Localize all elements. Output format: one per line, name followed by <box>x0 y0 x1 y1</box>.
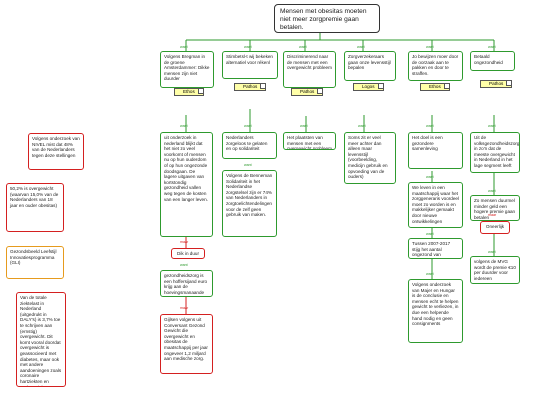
label-want: want <box>488 189 496 193</box>
label-want: want <box>244 45 252 49</box>
reason-tag: Pathos <box>234 83 267 91</box>
support-card[interactable]: uit onderzoek in nederland blijkt dat he… <box>160 132 213 237</box>
label-want: want <box>357 45 365 49</box>
label-want: want <box>426 232 434 236</box>
connector-reason-supports <box>185 109 495 132</box>
side-note[interactable]: Van de totale ziektelast in Nederland (u… <box>16 292 66 387</box>
reason-tag: Logos <box>353 83 384 91</box>
support-card[interactable]: Het plaatsten van mensen met een overgew… <box>283 132 336 150</box>
support-card[interactable]: Soms zit er veel meer achter dan alleen … <box>344 132 396 184</box>
reason-card[interactable]: Betaald ongezondheid <box>470 51 515 71</box>
reason-tag: Ethos <box>420 83 450 91</box>
label-maar: maar <box>180 240 189 244</box>
label-want: want <box>426 175 434 179</box>
label-want: want <box>426 124 434 128</box>
side-note[interactable]: 50,2% is overgewicht (waarvan 15,0% van … <box>6 183 64 232</box>
label-want: want <box>426 272 434 276</box>
reason-tag: Pathos <box>291 88 324 96</box>
label-want: want <box>300 124 308 128</box>
support-card[interactable]: Zo mensen duurmel minder geld een hogere… <box>470 195 520 221</box>
label-want: want <box>180 45 188 49</box>
side-note[interactable]: Gezondsbeeld Leefstijl Innovatiesprogram… <box>6 246 64 279</box>
side-note[interactable]: Volgens onderzoek van NIVEL mist dat 48%… <box>28 133 84 170</box>
label-want: want <box>180 263 188 267</box>
label-want: want <box>488 250 496 254</box>
label-want: want <box>244 163 252 167</box>
label-want: want <box>299 45 307 49</box>
label-want: want <box>488 124 496 128</box>
objection-card[interactable]: Dik in duur <box>171 248 205 259</box>
reason-tag: Pathos <box>480 80 513 88</box>
label-maar: maar <box>488 213 497 217</box>
support-card[interactable]: Volgens de Benneman Solidariteit in het … <box>222 170 277 237</box>
support-card[interactable]: Het doel is een gezondere samenleving <box>408 132 463 169</box>
label-maar: maar <box>180 306 189 310</box>
support-card[interactable]: Tussen 2007-2017 stijg het aantal ongezo… <box>408 238 463 259</box>
objection-support-card[interactable]: gezondheidszorg is een hoffersijand euro… <box>160 270 213 297</box>
label-want: want <box>358 124 366 128</box>
objection-card[interactable]: Oneerlijk <box>480 221 510 234</box>
label-want: want <box>426 45 434 49</box>
label-want: want <box>244 124 252 128</box>
label-want: want <box>180 124 188 128</box>
support-card[interactable]: We leven in een maatschappij waar het zo… <box>408 182 463 228</box>
reason-card[interactable]: Jo bewijzen moer door de oorzaak aan te … <box>408 51 463 81</box>
support-card[interactable]: Nederlanders zorgeloos te gelaten en op … <box>222 132 277 159</box>
reason-tag: Ethos <box>174 88 204 96</box>
support-card[interactable]: volgens de MVG wordt de premie €10 per d… <box>470 256 520 284</box>
reason-card[interactable]: Discriminerend naar de mensen met een ov… <box>283 51 336 88</box>
reason-card[interactable]: Stimbetsl-t wij bekeken alternatiel voor… <box>222 51 278 79</box>
connector-main-bus <box>185 33 495 51</box>
reason-card[interactable]: Zorgverzekeraars gaan onze levensstijl b… <box>344 51 396 81</box>
main-claim[interactable]: Mensen met obesitas moeten niet meer zor… <box>274 4 380 33</box>
reason-card[interactable]: Volgens Bregman in de groene Amsterdamme… <box>160 51 214 88</box>
label-want: want <box>488 45 496 49</box>
support-card[interactable]: Volgens onderzoek van Majer en Hungar is… <box>408 279 463 343</box>
objection-support-card[interactable]: Gijlsen volgens uit Conversant Gezond Ge… <box>160 314 213 374</box>
support-card[interactable]: Uit de volksgezondheidszorg in zo'n dat … <box>470 132 520 173</box>
